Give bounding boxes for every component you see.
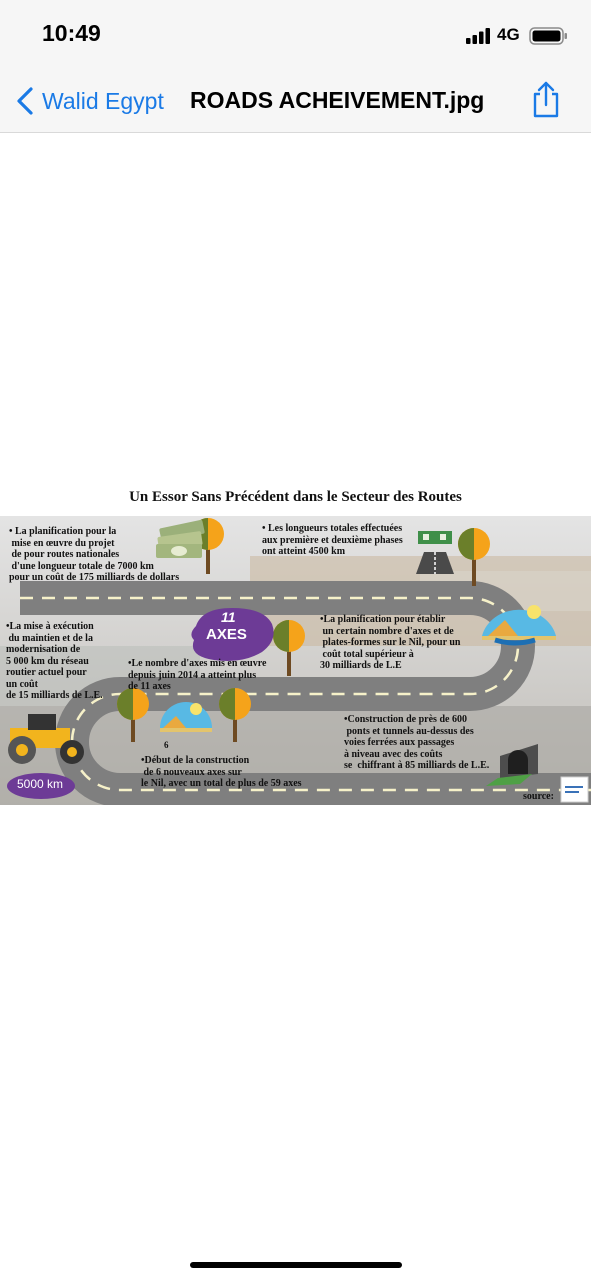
text-4500km: • Les longueurs totales effectuées aux p… xyxy=(262,523,403,557)
km-badge xyxy=(7,773,75,799)
km-badge-label: 5000 km xyxy=(17,777,64,791)
status-bar: 10:49 4G xyxy=(0,0,591,70)
back-label: Walid Egypt xyxy=(42,87,164,114)
nile-landscape-icon xyxy=(482,605,556,646)
text-6-new-axes: •Début de la construction de 6 nouveaux … xyxy=(141,755,302,789)
infographic-image[interactable]: Un Essor Sans Précédent dans le Secteur … xyxy=(0,483,591,805)
axes-word: AXES xyxy=(206,626,247,643)
chevron-left-icon xyxy=(17,87,33,115)
axes-badge xyxy=(191,608,274,661)
share-icon[interactable] xyxy=(530,81,562,119)
infographic-title: Un Essor Sans Précédent dans le Secteur … xyxy=(129,489,462,505)
text-11-axes: •Le nombre d'axes mis en œuvre depuis ju… xyxy=(128,658,267,692)
text-maintenance-5000km: •La mise à exécution du maintien et de l… xyxy=(6,621,103,701)
logo-badge xyxy=(560,776,589,803)
road-roller-icon xyxy=(8,714,84,764)
file-title: ROADS ACHEIVEMENT.jpg xyxy=(190,87,485,113)
back-button[interactable]: Walid Egypt xyxy=(16,84,164,118)
tree-icon xyxy=(219,688,251,742)
tunnel-icon xyxy=(486,744,538,786)
money-stack-icon xyxy=(156,519,205,558)
status-time: 10:49 xyxy=(42,20,101,46)
tree-icon xyxy=(273,620,305,676)
axes-number: 11 xyxy=(221,609,236,625)
tree-icon xyxy=(117,688,149,742)
network-type: 4G xyxy=(497,25,520,44)
text-planning-7000km: • La planification pour la mise en œuvre… xyxy=(9,526,180,583)
nile-small-icon xyxy=(160,702,212,732)
signal-icon xyxy=(466,28,490,44)
home-indicator[interactable] xyxy=(190,1262,402,1268)
road-sign-icon xyxy=(416,531,454,574)
navigation-bar: Walid Egypt ROADS ACHEIVEMENT.jpg xyxy=(0,70,591,133)
text-nile-axes-planning: •La planification pour établir un certai… xyxy=(320,614,461,671)
tree-icon xyxy=(458,528,490,586)
text-bridges-tunnels: •Construction de près de 600 ponts et tu… xyxy=(344,714,490,771)
source-label: source: xyxy=(523,791,554,802)
small-sign-number: 6 xyxy=(164,740,169,750)
roads-infographic-graphic xyxy=(0,516,591,805)
battery-icon xyxy=(529,27,567,45)
